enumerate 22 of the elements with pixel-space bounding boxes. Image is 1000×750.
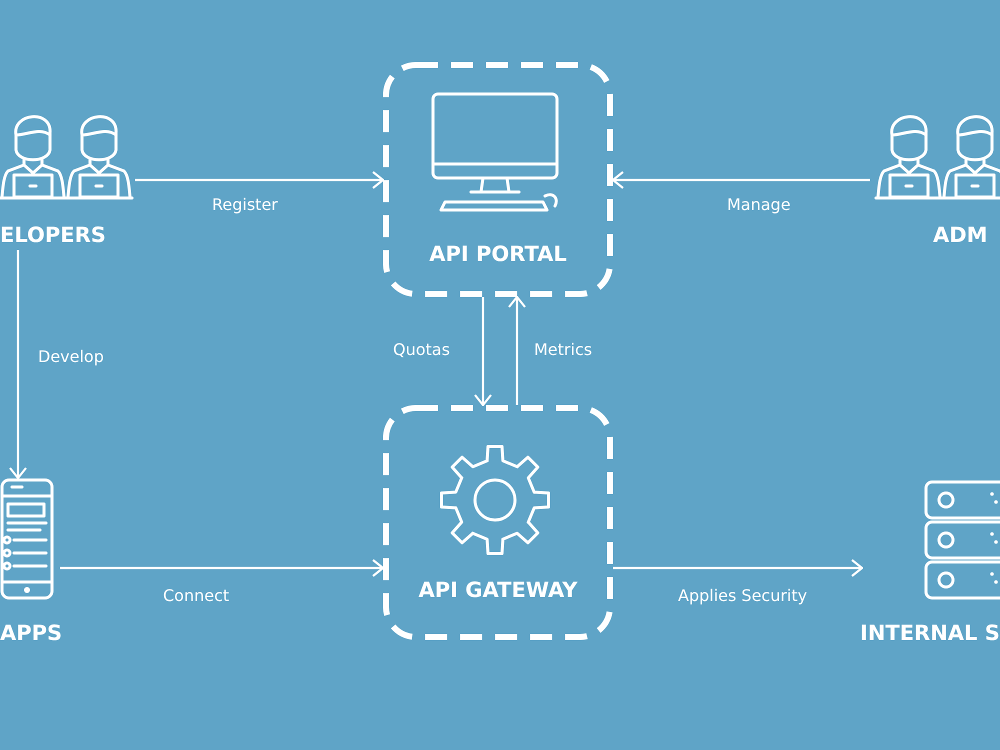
arrow [60,558,384,578]
edge-label: Develop [38,347,104,366]
arrow [613,558,864,578]
arrow [8,250,28,480]
dashed-frame [383,405,613,640]
arrow [474,297,492,406]
node-title: APPS [0,621,62,645]
node-title: ELOPERS [0,223,106,247]
edge-label: Quotas [393,340,450,359]
edge-label: Metrics [534,340,592,359]
edge-label: Applies Security [678,586,808,605]
dashed-frame [383,62,613,297]
arrow [135,170,384,190]
arrow [508,296,526,405]
edge-label: Connect [163,586,230,605]
arrow [612,170,870,190]
edge-label: Manage [727,195,791,214]
edge-label: Register [212,195,278,214]
node-title: API GATEWAY [418,578,578,602]
node-title: API PORTAL [428,242,568,266]
node-title: ADM [933,223,988,247]
node-title: INTERNAL S [860,621,1000,645]
